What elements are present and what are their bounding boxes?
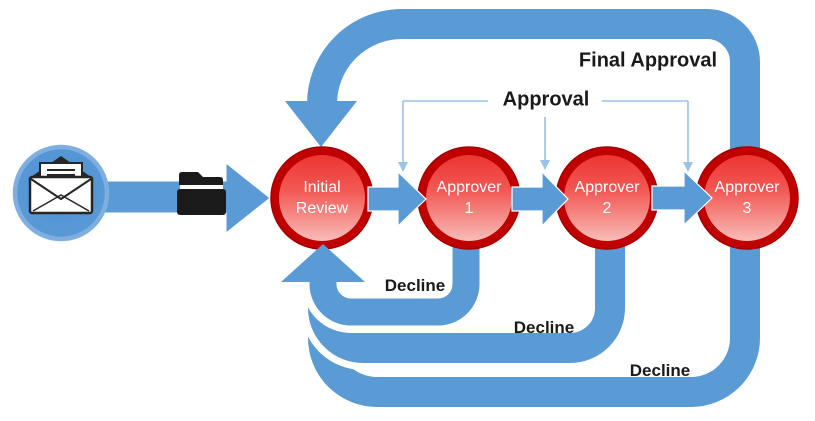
approver3-label: Approver 3 — [715, 177, 780, 219]
node-initial-review — [270, 146, 374, 250]
final-approval-label: Final Approval — [578, 49, 718, 72]
node-approver-3 — [695, 146, 799, 250]
approver1-line2: 1 — [464, 200, 474, 217]
node-approver-2 — [555, 146, 659, 250]
approver1-label: Approver 1 — [437, 177, 502, 219]
approver2-label: Approver 2 — [575, 177, 640, 219]
decline-loop-approver3-arrow — [308, 230, 760, 407]
approver1-line1: Approver — [436, 179, 502, 196]
approval-label: Approval — [502, 88, 590, 111]
final-approval-loop-arrow — [307, 9, 760, 170]
initial-review-label: Initial Review — [296, 177, 348, 219]
arrow-initial-to-approver1 — [367, 170, 427, 228]
decline-label-3: Decline — [629, 361, 691, 380]
arrow-approver1-to-approver2 — [511, 170, 569, 228]
node-approver-1 — [417, 146, 521, 250]
final-approval-arrowhead-icon — [285, 101, 357, 147]
approval-bracket-arrowheads — [398, 160, 693, 172]
decline-label-2: Decline — [513, 318, 575, 337]
email-node — [12, 144, 110, 242]
initial-review-line2: Review — [295, 200, 349, 217]
envelope-icon — [28, 156, 94, 215]
approver3-line1: Approver — [714, 179, 780, 196]
folder-icon — [177, 172, 226, 215]
approval-bracket — [402, 100, 689, 163]
approver3-line2: 3 — [742, 200, 752, 217]
decline-loop-approver1-arrow — [309, 230, 480, 326]
arrow-approver2-to-approver3 — [651, 169, 713, 227]
initial-review-line1: Initial — [303, 179, 341, 196]
approver2-line2: 2 — [602, 200, 612, 217]
approver2-line1: Approver — [574, 179, 640, 196]
decline-merge-arrowhead-icon — [281, 244, 365, 282]
decline-label-1: Decline — [384, 276, 446, 295]
